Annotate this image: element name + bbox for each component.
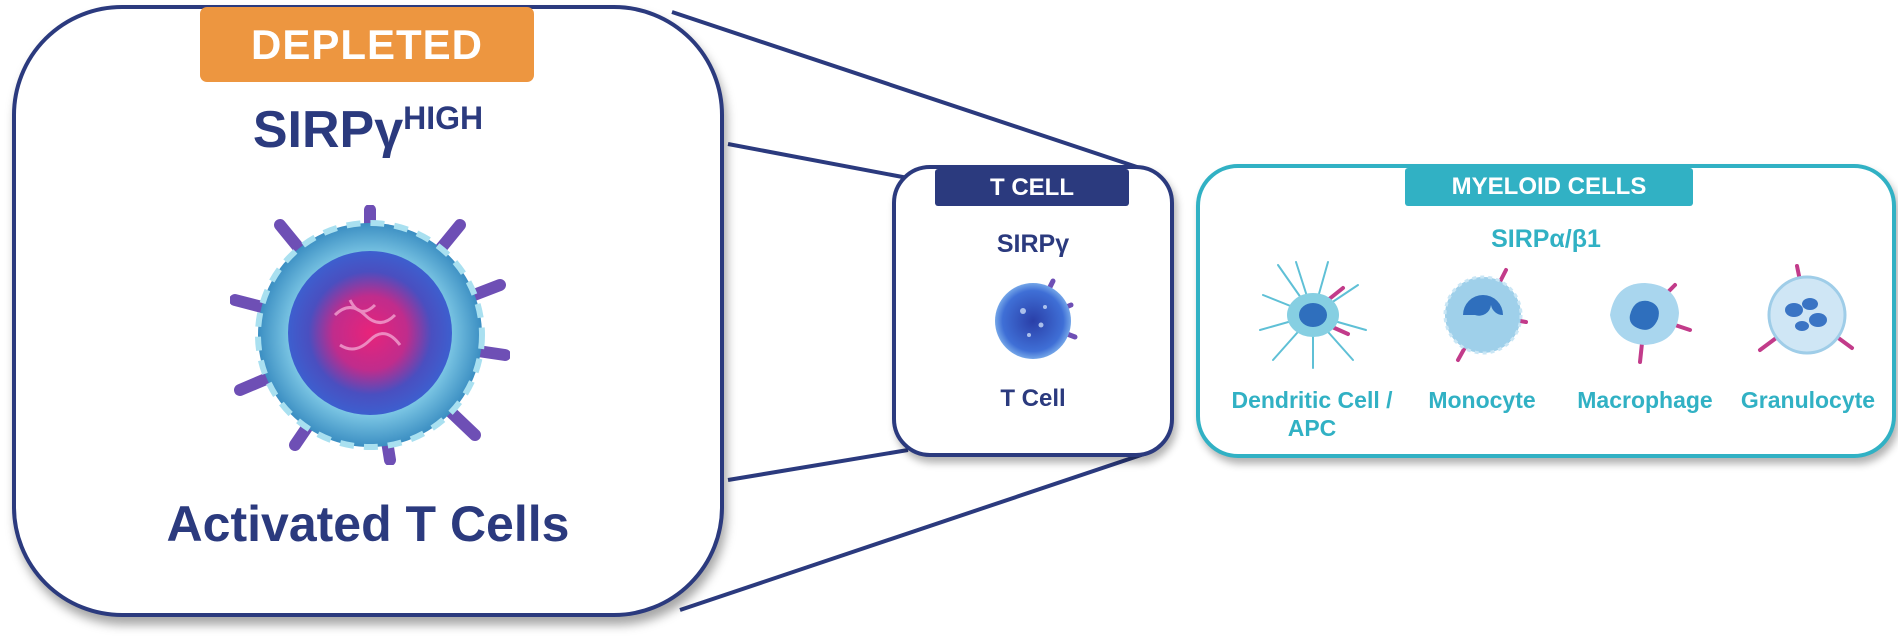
- sirp-gamma-title: SIRPγ: [996, 230, 1070, 258]
- monocyte-label: Monocyte: [1428, 387, 1536, 413]
- t-cell-badge: T CELL: [935, 169, 1129, 206]
- high-superscript: HIGH: [403, 100, 484, 136]
- granulocyte-label: Granulocyte: [1740, 387, 1876, 413]
- macrophage-label: Macrophage: [1577, 387, 1713, 413]
- activated-t-cell-icon: [230, 205, 510, 465]
- granulocyte-icon: [1758, 264, 1854, 355]
- t-cell-icon: [995, 278, 1078, 359]
- myeloid-cells-badge: MYELOID CELLS: [1405, 168, 1693, 206]
- depleted-badge: DEPLETED: [200, 7, 534, 82]
- macrophage-icon: [1610, 283, 1692, 364]
- t-cell-panel: [892, 165, 1174, 457]
- sirp-gamma-high-title: SIRPγHIGH: [12, 100, 724, 160]
- dendritic-cell-label: Dendritic Cell /APC: [1231, 387, 1393, 441]
- activated-t-cells-label: Activated T Cells: [166, 496, 570, 552]
- dendritic-cell-icon: [1259, 261, 1367, 369]
- monocyte-icon: [1443, 268, 1528, 362]
- sirp-alpha-beta1-title: SIRPα/β1: [1491, 225, 1601, 253]
- t-cell-label: T Cell: [1000, 385, 1066, 412]
- sirp-gamma-title-text: SIRPγ: [252, 101, 404, 159]
